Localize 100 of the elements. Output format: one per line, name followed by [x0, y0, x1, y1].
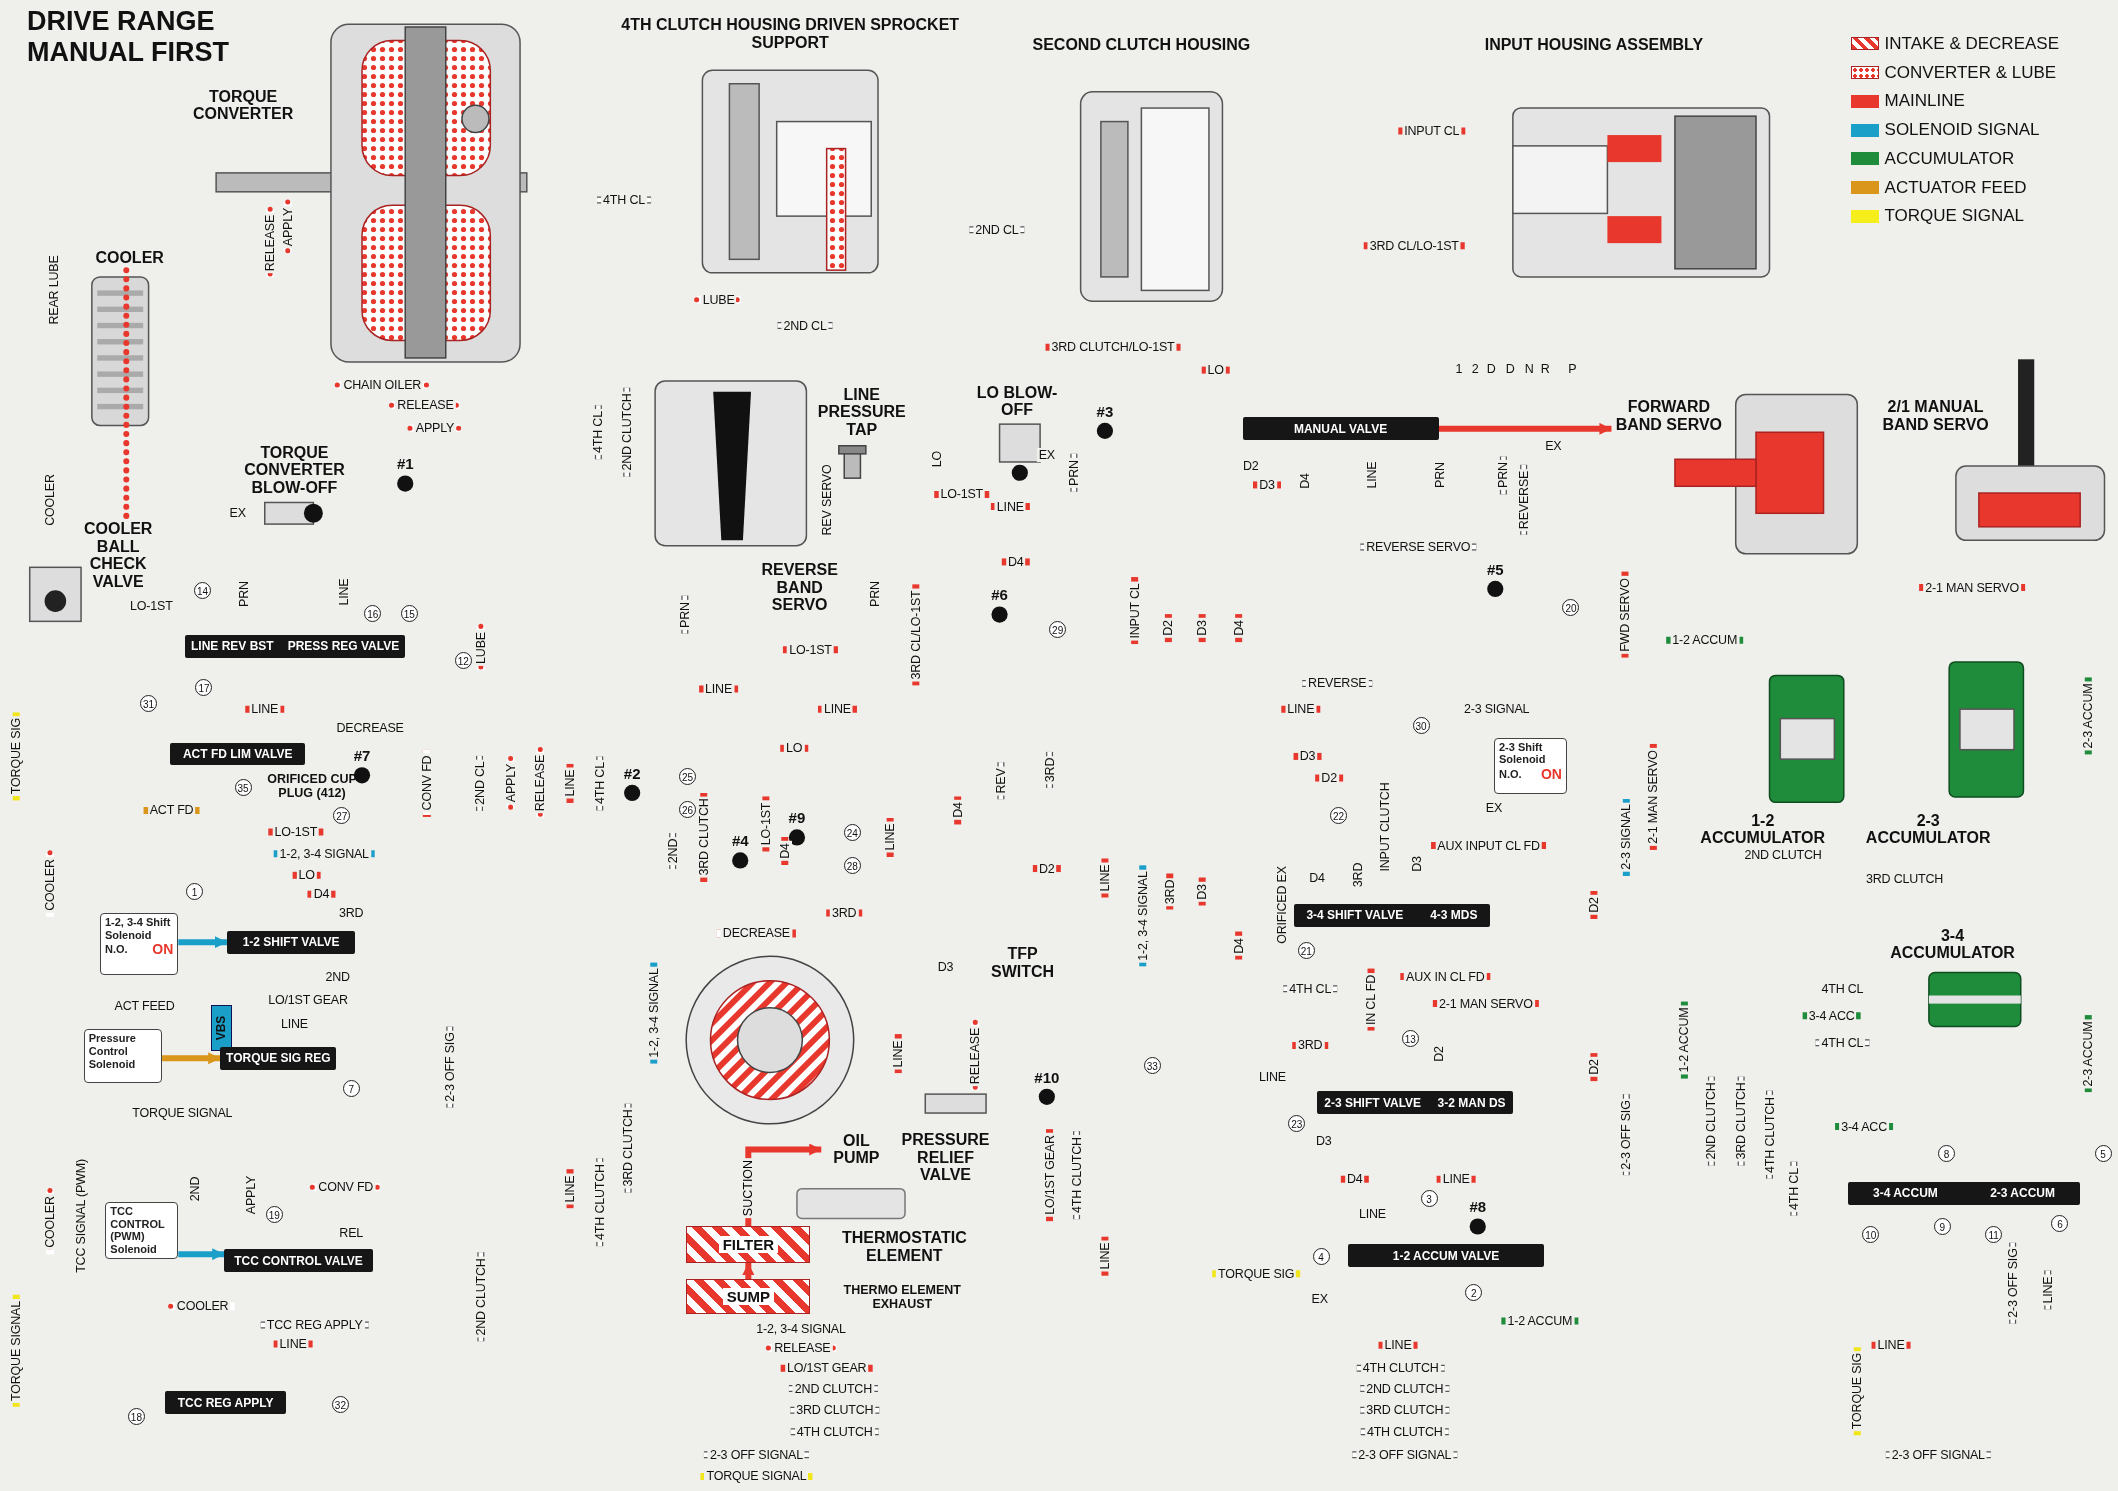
check-ball-label: #4 [731, 831, 749, 849]
passage-label: 1-2, 3-4 SIGNAL [754, 1322, 848, 1337]
component-label: REVERSE BAND SERVO [746, 557, 853, 618]
passage-label: D4 [1005, 554, 1026, 569]
component-label: TORQUE CONVERTER BLOW-OFF [232, 440, 357, 500]
passage-label: 2ND CL [781, 318, 829, 333]
passage-label: 4TH CLUTCH [592, 1162, 607, 1243]
callout-number: 25 [679, 768, 697, 786]
passage-label: 2ND [323, 969, 352, 984]
solenoid-label: Pressure Control Solenoid [88, 1032, 137, 1071]
passage-label: LINE [563, 1173, 577, 1205]
component-label: 2/1 MANUAL BAND SERVO [1868, 384, 2004, 448]
passage-label: 2ND CLUTCH [792, 1381, 874, 1396]
legend-label: ACTUATOR FEED [1884, 177, 2027, 198]
component-label: LINE PRESSURE TAP [807, 382, 916, 442]
passage-label: 4TH CL [1819, 1035, 1866, 1050]
valve-label: 3-4 SHIFT VALVE [1306, 908, 1404, 923]
valve-body [1348, 1244, 1544, 1267]
callout-number: 11 [1985, 1226, 2003, 1244]
callout-number: 29 [1049, 620, 1067, 638]
passage-label: AUX IN CL FD [1404, 969, 1487, 984]
passage-label: REV [993, 766, 1008, 796]
callout-number: 8 [1937, 1145, 1955, 1163]
legend-label: INTAKE & DECREASE [1884, 33, 2059, 54]
passage-label: 2ND [187, 1174, 202, 1203]
callout-number: 10 [1862, 1226, 1880, 1244]
note-label: THERMO ELEMENT EXHAUST [842, 1282, 962, 1311]
passage-label: REAR LUBE [47, 253, 61, 327]
check-ball-label: #2 [623, 764, 641, 782]
passage-label: LINE [994, 499, 1026, 514]
valve-body [1294, 903, 1490, 927]
callout-number: 26 [679, 800, 697, 818]
check-ball-label: #3 [1096, 402, 1114, 420]
valve-body [1847, 1181, 2081, 1205]
callout-number: 31 [140, 695, 158, 713]
passage-label: D [1503, 361, 1517, 376]
legend-label: MAINLINE [1884, 91, 1965, 112]
passage-label: TORQUE SIG [9, 716, 24, 797]
passage-label: LUBE [700, 292, 737, 307]
passage-label: D2 [1241, 459, 1261, 473]
callout-number: 2 [1465, 1284, 1483, 1302]
valve-label: 4-3 MDS [1430, 908, 1478, 923]
callout-number: 32 [331, 1396, 349, 1414]
flow-arrow [742, 1262, 755, 1280]
valve-body [220, 1046, 337, 1070]
component-label: FORWARD BAND SERVO [1611, 384, 1727, 448]
legend-label: TORQUE SIGNAL [1884, 206, 2025, 227]
passage-label: COOLER [174, 1299, 231, 1314]
passage-label: LUBE [473, 630, 488, 667]
passage-label: TORQUE SIG [1216, 1266, 1297, 1281]
passage-label: LINE [1097, 1240, 1112, 1272]
callout-number: 12 [454, 652, 472, 669]
passage-label: COOLER [42, 472, 57, 528]
passage-label: CHAIN OILER [341, 377, 424, 392]
valve-label: 3-2 MAN DS [1437, 1095, 1506, 1110]
passage-label: FWD SERVO [1617, 575, 1632, 654]
valve-label: TCC CONTROL VALVE [234, 1253, 363, 1268]
callout-number: 5 [2094, 1145, 2112, 1163]
passage-label: 2-3 OFF SIG [442, 1030, 457, 1104]
callout-number: 21 [1297, 942, 1315, 960]
passage-label: 2ND CL [973, 222, 1021, 237]
passage-label: 4TH CL [1287, 981, 1334, 996]
passage-label: REVERSE [1516, 468, 1531, 531]
passage-label: TORQUE SIGNAL [9, 1298, 24, 1403]
solenoid-label: 1-2, 3-4 Shift Solenoid [104, 916, 172, 942]
component-label: LO BLOW-OFF [969, 380, 1065, 422]
valve-label: MANUAL VALVE [1293, 421, 1388, 436]
passage-label: D3 [1257, 477, 1277, 492]
component-label: TORQUE CONVERTER [162, 81, 325, 130]
passage-label: D4 [1297, 471, 1312, 491]
passage-label: 2ND CL [472, 759, 487, 808]
callout-number: 33 [1143, 1057, 1161, 1075]
passage-label: REV SERVO [819, 462, 834, 538]
valve-body [226, 930, 356, 954]
callout-number: 19 [265, 1205, 283, 1223]
check-ball-label: #6 [991, 585, 1008, 603]
vbs-label: VBS [214, 1015, 229, 1041]
passage-label: PRN [1066, 457, 1081, 488]
passage-label: ORIFICED EX [1274, 864, 1289, 946]
passage-label: D4 [1231, 935, 1246, 956]
passage-label: 2-3 OFF SIG [2005, 1246, 2020, 1320]
solenoid-box [1493, 737, 1567, 795]
passage-label: INPUT CL [1402, 124, 1462, 138]
passage-label: 2-3 OFF SIGNAL [707, 1447, 805, 1462]
passage-label: RELEASE [968, 1026, 983, 1087]
passage-label: 4TH CLUTCH [1762, 1094, 1777, 1175]
valve-body [1317, 1091, 1513, 1115]
legend-label: ACCUMULATOR [1884, 148, 2015, 169]
callout-number: 16 [364, 604, 382, 622]
solenoid-box [99, 913, 179, 976]
valve-label: 2-3 ACCUM [1990, 1186, 2056, 1201]
passage-label: 2-3 OFF SIGNAL [1356, 1447, 1454, 1462]
callout-number: 30 [1412, 716, 1430, 734]
passage-label: APPLY [503, 762, 518, 805]
solenoid-box [83, 1029, 163, 1084]
passage-label: RELEASE [533, 753, 548, 814]
passage-label: 2ND [665, 836, 680, 866]
passage-label: APPLY [413, 421, 457, 436]
passage-label: LINE [2040, 1274, 2055, 1306]
passage-label: 3RD CL/LO-1ST [1367, 238, 1461, 253]
